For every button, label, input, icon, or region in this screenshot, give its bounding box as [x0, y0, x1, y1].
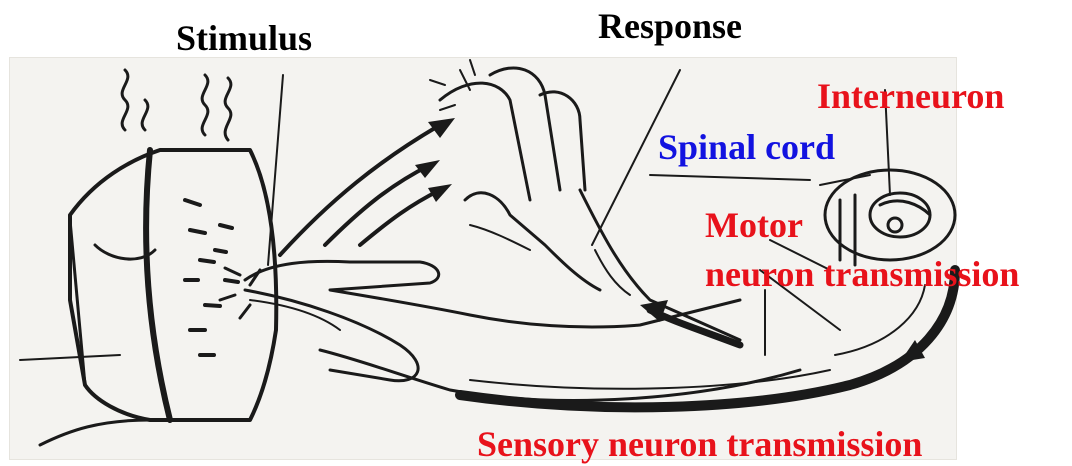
spinal-cord-label: Spinal cord	[658, 129, 835, 165]
spinal-cord-icon	[820, 90, 955, 265]
motor-label-line1: Motor	[705, 207, 803, 243]
withdrawn-hand-icon	[430, 60, 740, 340]
sensory-label: Sensory neuron transmission	[477, 426, 922, 462]
stimulus-label: Stimulus	[176, 20, 312, 56]
interneuron-label: Interneuron	[817, 78, 1004, 114]
response-label: Response	[598, 8, 742, 44]
response-arrows	[280, 118, 455, 255]
iron-icon	[40, 70, 276, 445]
motor-label-line2: neuron transmission	[705, 256, 1019, 292]
